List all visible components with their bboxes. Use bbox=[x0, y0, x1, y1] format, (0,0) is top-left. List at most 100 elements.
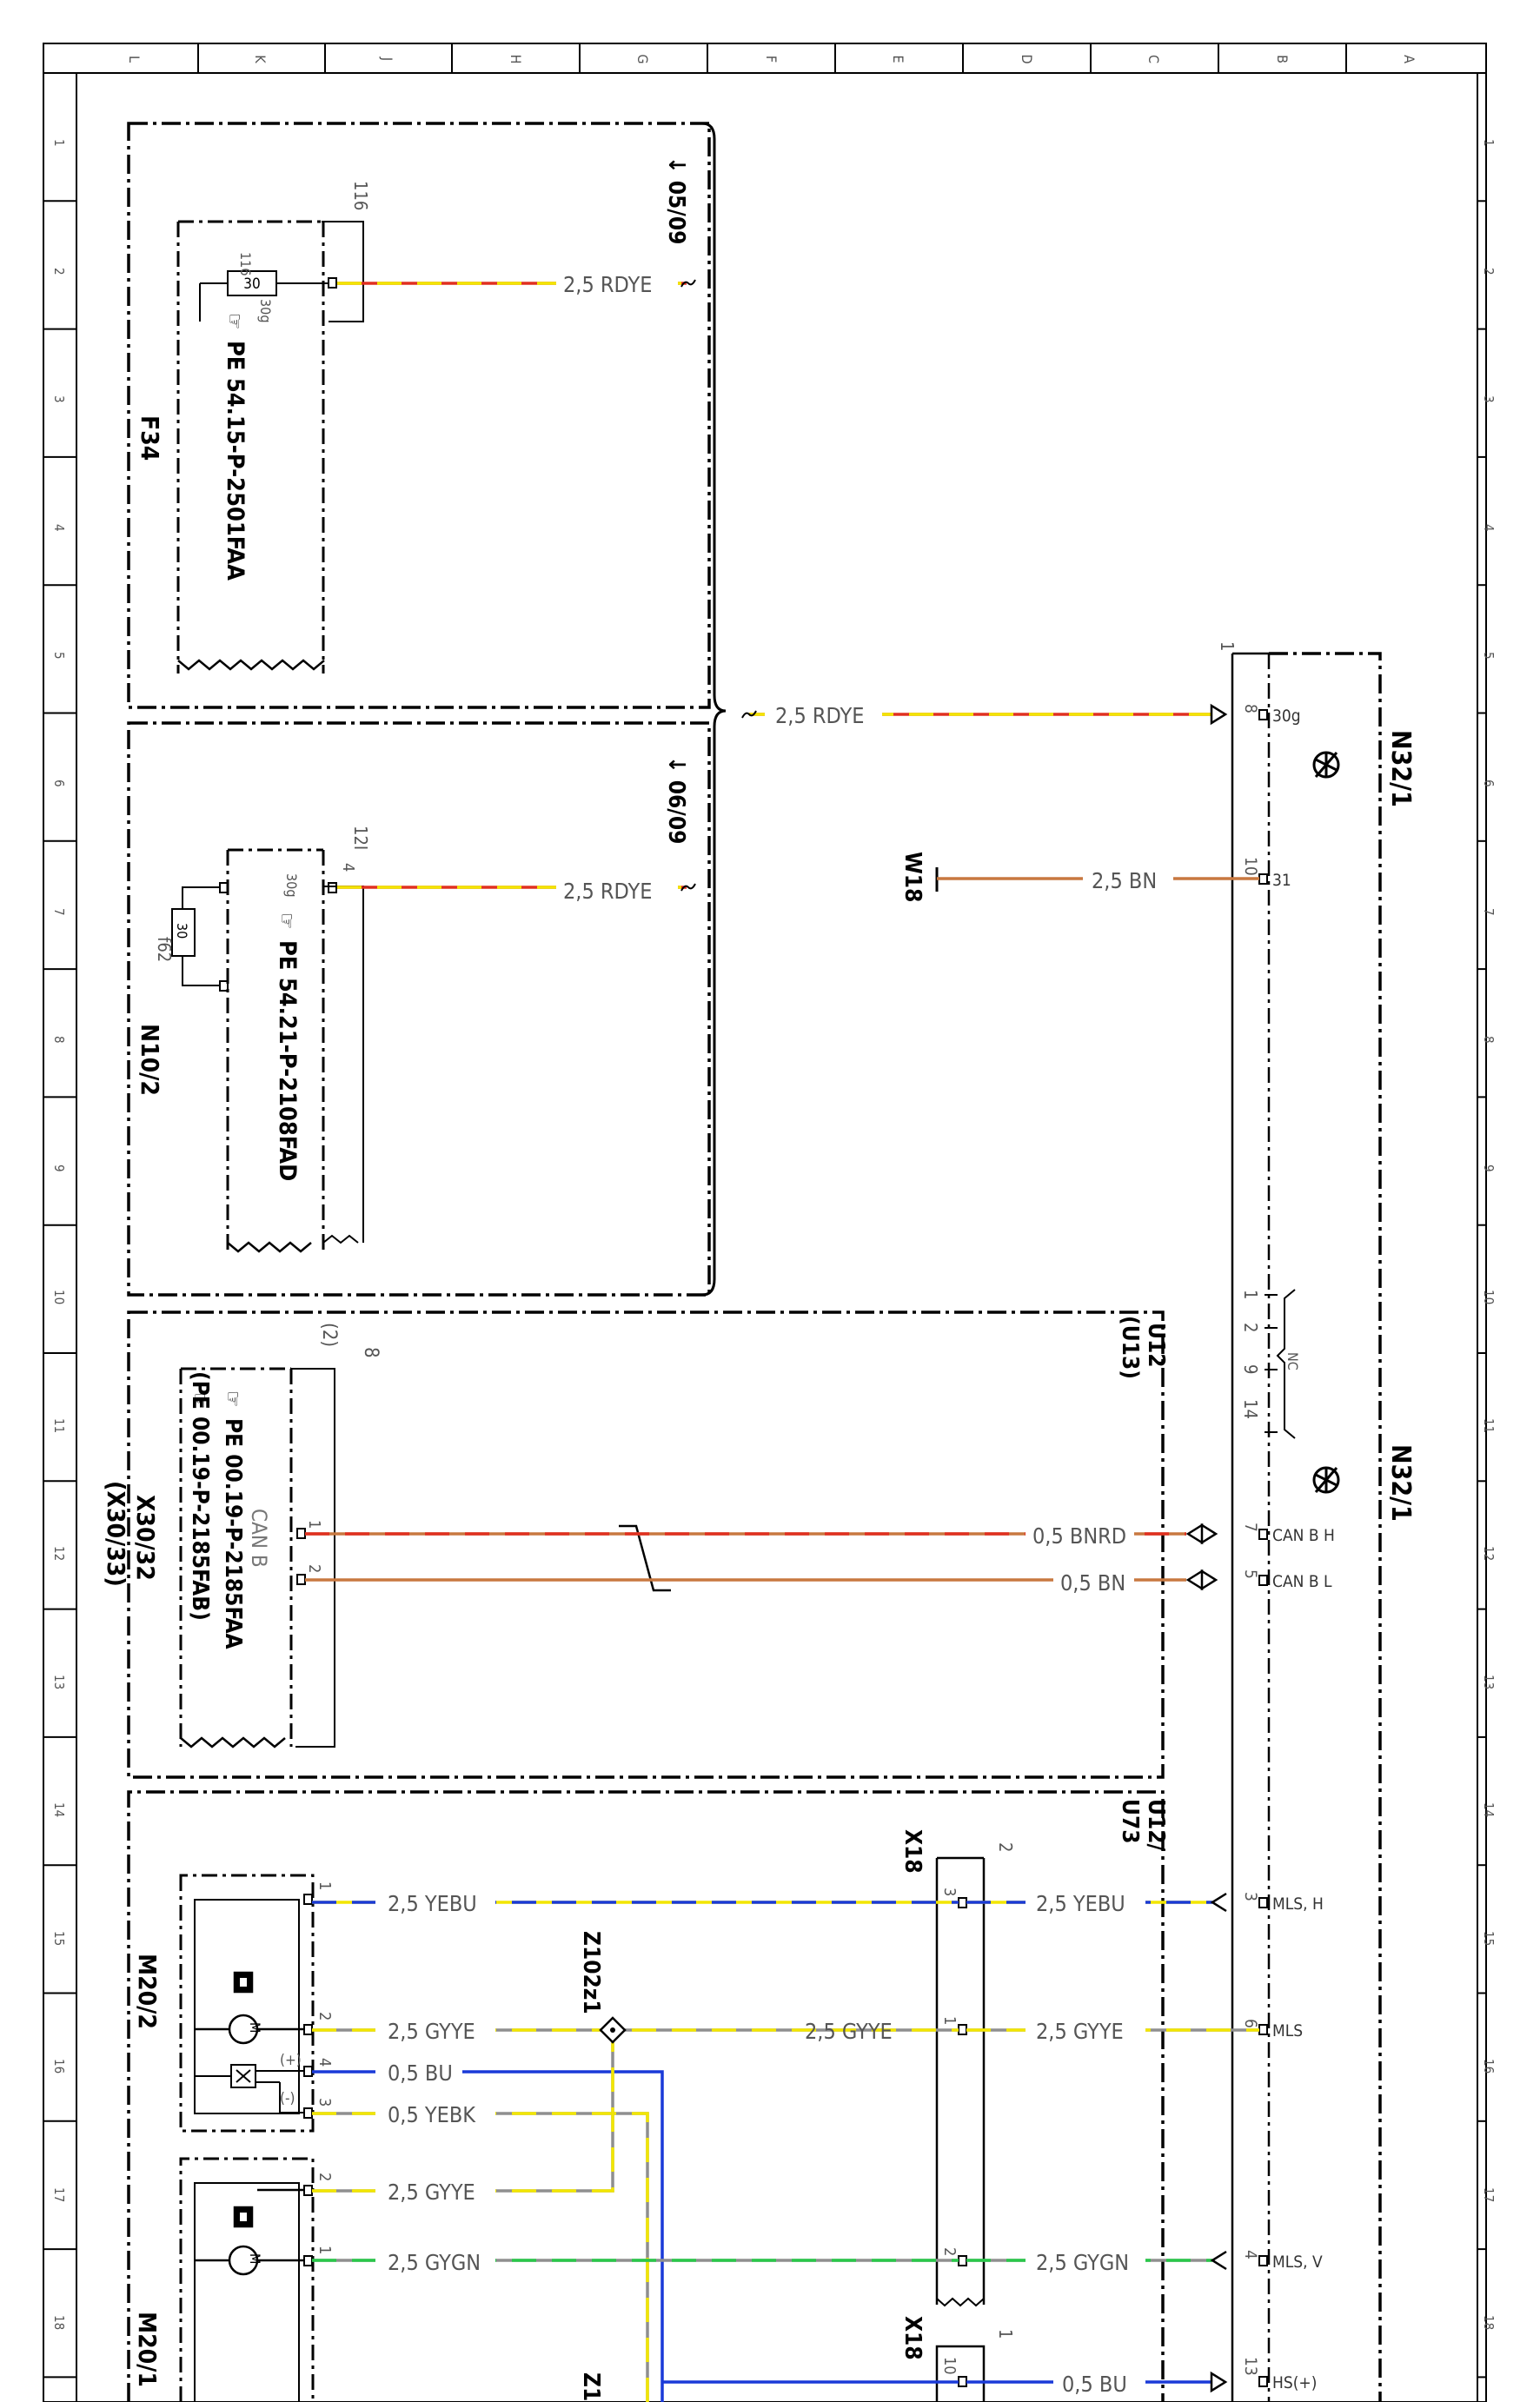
fuse-box-f34: 116 30 116 30g ☞ PE 54.15-P-2501FAA F34 bbox=[136, 181, 371, 673]
row-label: 5 bbox=[51, 652, 67, 660]
wire-segment bbox=[312, 1898, 959, 1907]
row-label: 11 bbox=[1481, 1418, 1497, 1433]
fuse-label: f62 bbox=[154, 937, 175, 962]
section-box-can bbox=[127, 1310, 1165, 1779]
nc-pin: 2 bbox=[1240, 1323, 1261, 1332]
drawing-frame bbox=[43, 43, 1487, 2402]
fuse-rating: 30 bbox=[243, 275, 260, 293]
wire-label: 2,5 YEBU bbox=[388, 1891, 477, 1916]
connector-x18: X18 1 10 bbox=[899, 2316, 1016, 2402]
motor-icon bbox=[195, 1971, 304, 2045]
row-label: 18 bbox=[51, 2315, 67, 2330]
pin-label: CAN B L bbox=[1272, 1572, 1332, 1591]
pin-number: 2 bbox=[940, 2247, 959, 2256]
wire-segment bbox=[937, 874, 1259, 883]
wire-segment bbox=[966, 2026, 1259, 2034]
column-labels: L K J H G F E D C B A bbox=[126, 54, 1417, 63]
wire-label: 2,5 GYGN bbox=[388, 2250, 481, 2275]
wire-label: 0,5 BN bbox=[1060, 1570, 1125, 1596]
wire-label-gap bbox=[375, 1898, 495, 1907]
col-label: F bbox=[763, 56, 780, 63]
col-label: H bbox=[508, 55, 524, 64]
bus-label: CAN B bbox=[247, 1509, 271, 1568]
row-label: 14 bbox=[51, 1802, 67, 1817]
pin-number: 3 bbox=[1241, 1892, 1260, 1901]
pin-number: 2 bbox=[315, 2173, 334, 2181]
pin-number: 3 bbox=[315, 2098, 334, 2107]
pin-number: 4 bbox=[315, 2058, 334, 2067]
wire-segment bbox=[337, 883, 687, 892]
row-label: 6 bbox=[1481, 780, 1497, 787]
component-name: (X30/33) bbox=[102, 1481, 130, 1587]
motor-letter: M bbox=[247, 2253, 263, 2264]
wire-label: 0,5 BNRD bbox=[1032, 1523, 1126, 1549]
wire-label: 2,5 GYYE bbox=[805, 2019, 893, 2044]
module-pin: 8 30g bbox=[1241, 704, 1301, 726]
wire-label-gap bbox=[375, 2256, 495, 2265]
wire-segment bbox=[749, 710, 1212, 719]
wire-label-gap bbox=[1083, 874, 1173, 883]
wire-label-gap bbox=[1026, 1898, 1145, 1907]
reference-icon: ☞ bbox=[188, 1392, 212, 1409]
section-box-n10-2 bbox=[127, 721, 711, 1297]
arrow-icon bbox=[1210, 1892, 1227, 1913]
splice-name: Z102 bbox=[578, 2372, 604, 2402]
connector-name: X18 bbox=[899, 1829, 926, 1874]
terminal-label: 30g bbox=[283, 873, 300, 897]
pin-group-label: 1 bbox=[995, 2329, 1016, 2339]
wire-label: 2,5 GYGN bbox=[1036, 2250, 1129, 2275]
contact-label: 116 bbox=[237, 252, 254, 275]
nc-label: NC bbox=[1284, 1352, 1301, 1370]
motor-m20-1: 2 1 M M20/1 bbox=[133, 2157, 334, 2402]
ground-w18: W18 bbox=[899, 852, 939, 902]
row-label: 8 bbox=[51, 1036, 67, 1044]
splice-dot bbox=[610, 2027, 615, 2033]
module-name: N32/1 bbox=[1385, 1444, 1416, 1522]
row-label: 7 bbox=[51, 908, 67, 916]
twisted-pair-icon bbox=[619, 1524, 671, 1592]
group-label: U12/ bbox=[1143, 1799, 1169, 1852]
arrow-icon bbox=[1210, 2371, 1228, 2393]
wires bbox=[305, 279, 1259, 2402]
wire-label: 2,5 GYYE bbox=[1036, 2019, 1124, 2044]
pin-label: 30g bbox=[1272, 707, 1301, 726]
group-label: (U13) bbox=[1117, 1316, 1143, 1379]
component-name: N10/2 bbox=[136, 1024, 164, 1096]
row-label: 15 bbox=[1481, 1931, 1497, 1946]
col-label: B bbox=[1274, 55, 1291, 63]
wire-label: 0,5 BU bbox=[388, 2060, 453, 2086]
row-label: 12 bbox=[51, 1546, 67, 1561]
wire-label-gap bbox=[765, 710, 882, 719]
component-name: F34 bbox=[136, 415, 164, 461]
wire-label-gap bbox=[1053, 2378, 1145, 2386]
pin-group-label: 12I bbox=[350, 826, 371, 850]
row-label: 8 bbox=[1481, 1036, 1497, 1044]
pin-number: 1 bbox=[940, 2016, 959, 2025]
component-name: M20/1 bbox=[133, 2312, 162, 2387]
wire-segment bbox=[312, 2109, 649, 2402]
pin-number: 8 bbox=[1241, 704, 1260, 713]
wire-label-gap bbox=[1026, 2026, 1145, 2034]
electronics-icon bbox=[1312, 1466, 1340, 1494]
wire-label-gap bbox=[1053, 1576, 1134, 1584]
row-label: 10 bbox=[1481, 1290, 1497, 1304]
ground-name: W18 bbox=[899, 852, 926, 902]
pin-number: 10 bbox=[1241, 857, 1260, 876]
pin-group-label: 8 bbox=[360, 1347, 382, 1358]
arrow-icon bbox=[1210, 703, 1228, 726]
row-label: 10 bbox=[51, 1290, 67, 1304]
pin-number: 3 bbox=[940, 1888, 959, 1896]
reference-icon: ☞ bbox=[222, 313, 247, 329]
group-label: U73 bbox=[1117, 1799, 1143, 1844]
wire-segment bbox=[305, 1576, 1186, 1584]
module-name: N32/1 bbox=[1385, 730, 1416, 807]
terminal-label: 30g bbox=[257, 299, 274, 322]
row-label: 3 bbox=[1481, 395, 1497, 403]
row-label: 17 bbox=[51, 2187, 67, 2202]
pin-number: 1 bbox=[315, 2246, 334, 2254]
pin-number: 7 bbox=[1241, 1523, 1260, 1532]
row-label: 11 bbox=[51, 1418, 67, 1433]
nc-pin: 1 bbox=[1240, 1290, 1261, 1299]
row-label: 9 bbox=[1481, 1165, 1497, 1172]
